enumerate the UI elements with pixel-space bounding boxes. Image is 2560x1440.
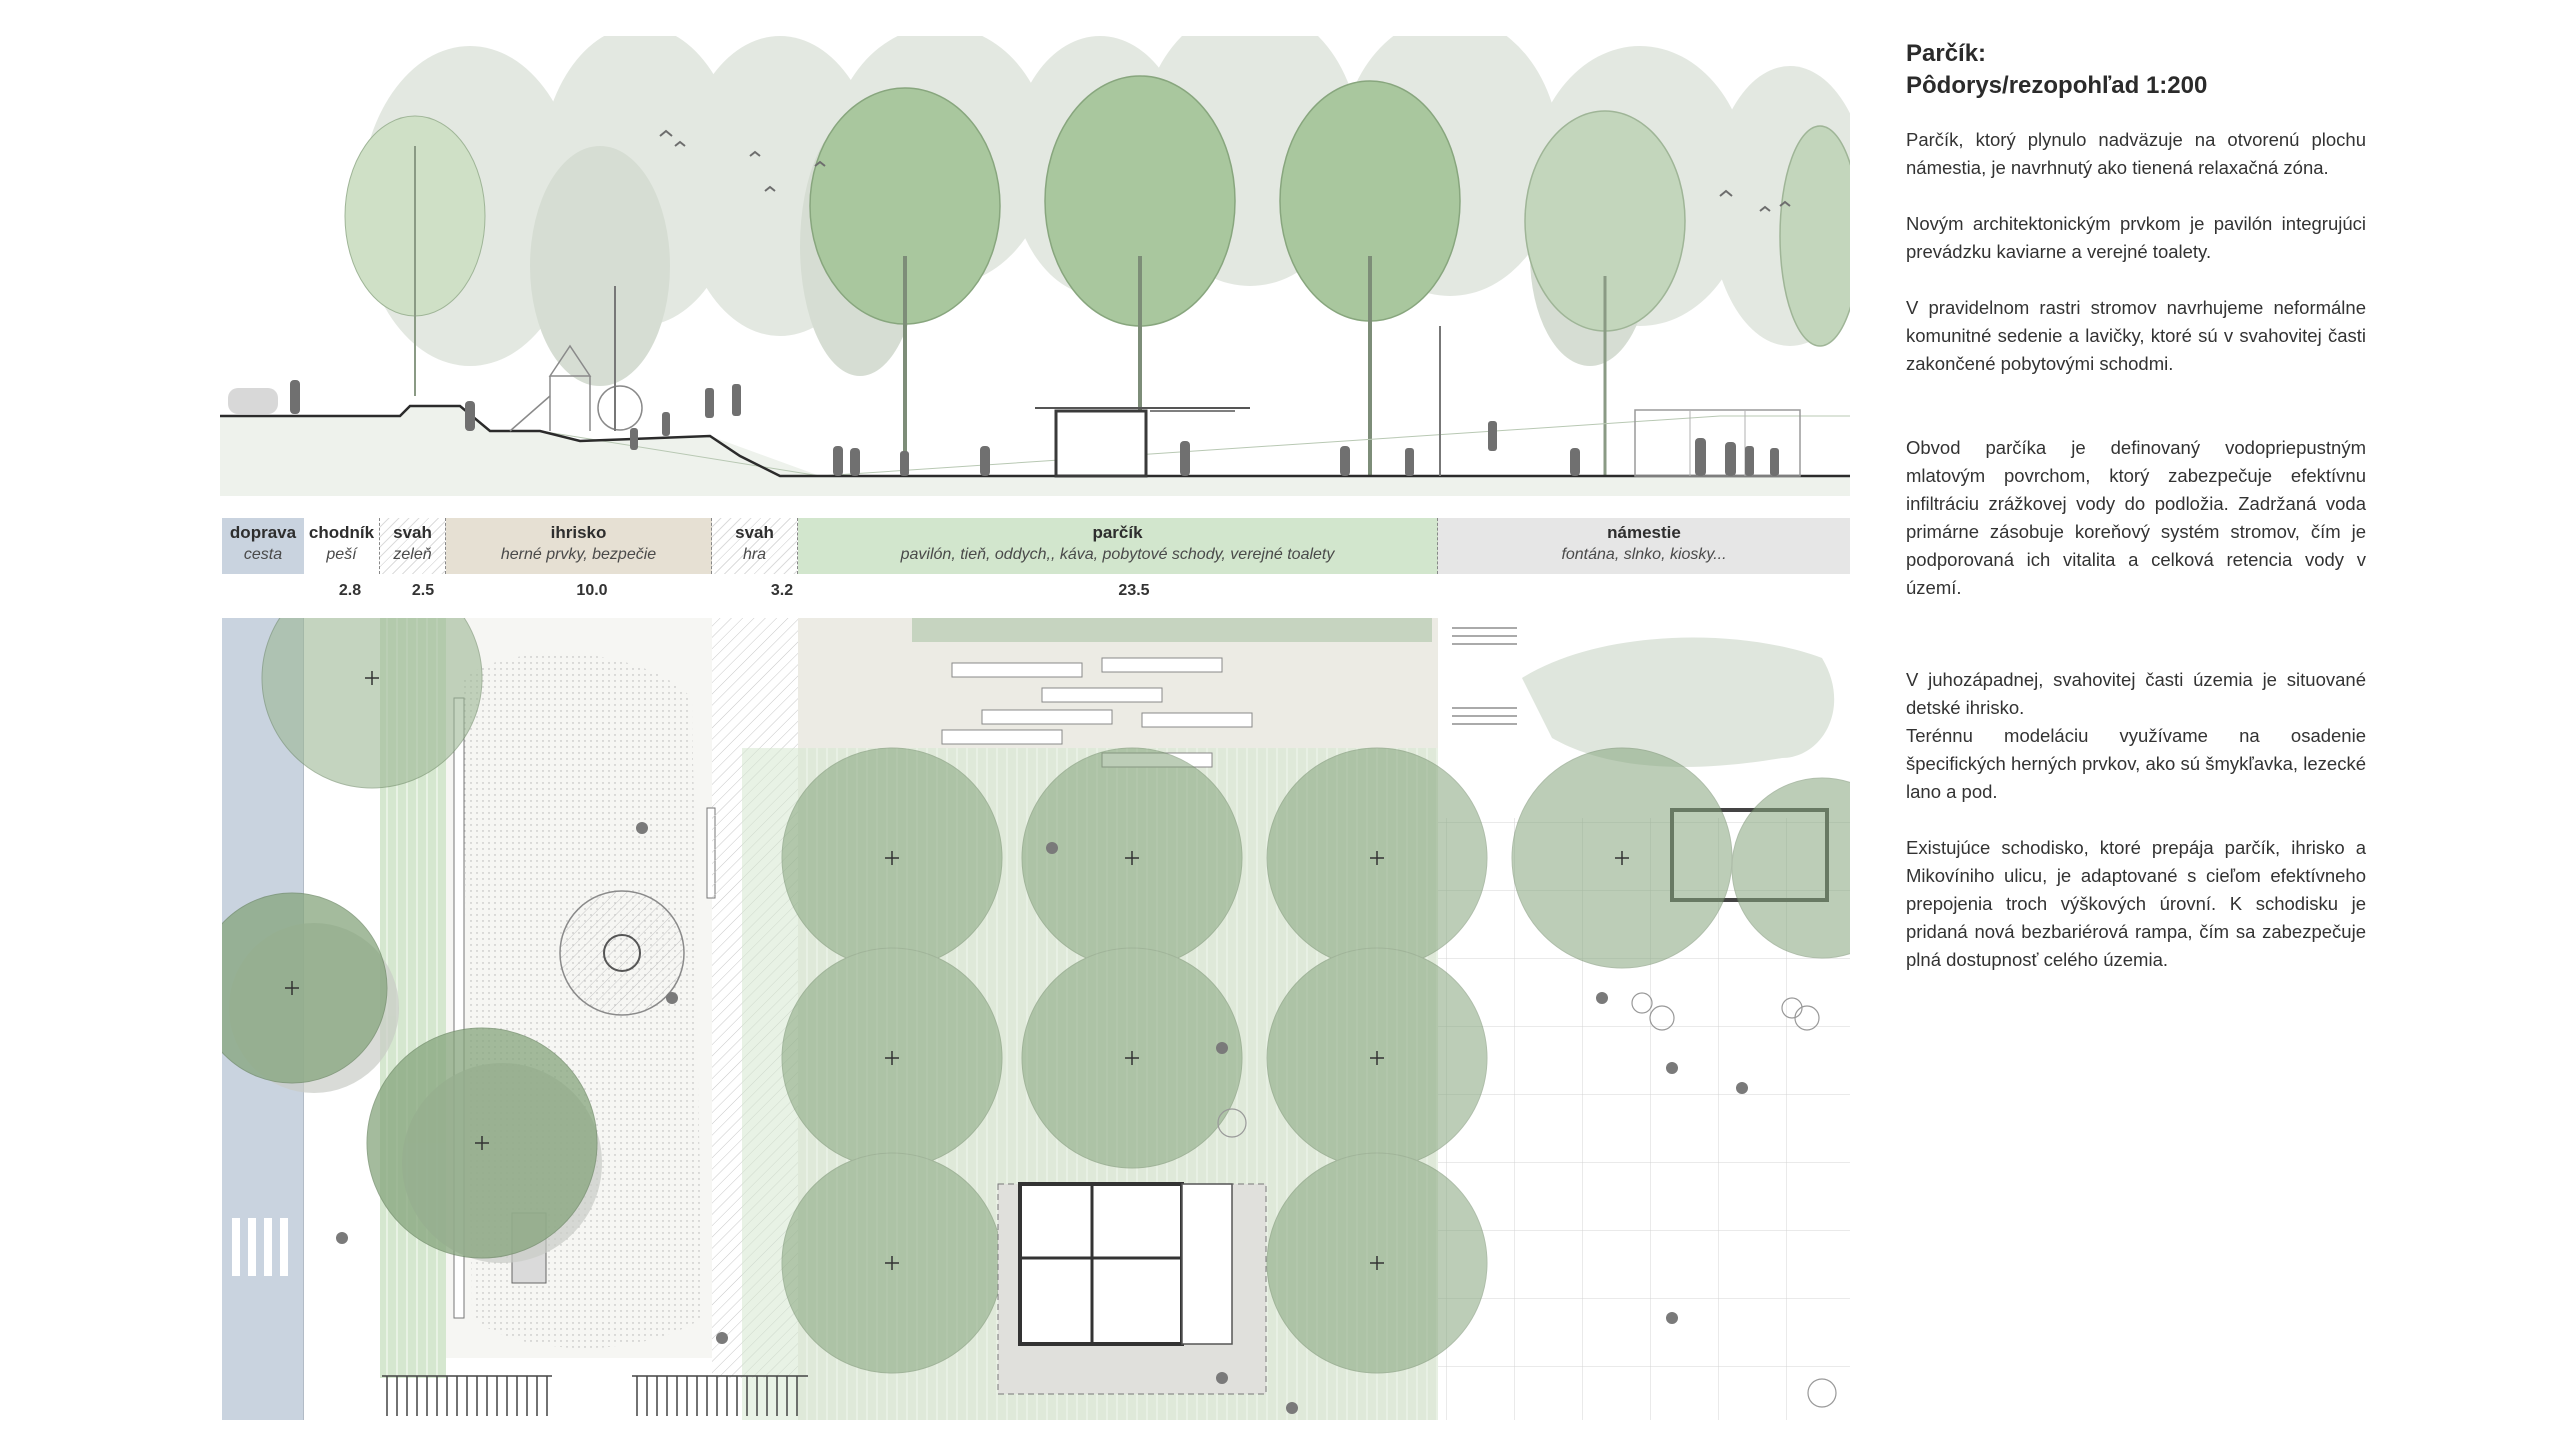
zone-svah-hra: svah hra [712, 518, 798, 574]
zone-title: parčík [1092, 523, 1143, 542]
panel-subtitle: Pôdorys/rezopohľad 1:200 [1906, 72, 2208, 99]
crosswalk [232, 1218, 288, 1276]
zone-parcik: parčík pavilón, tieň, oddych,, káva, pob… [798, 518, 1438, 574]
fence [382, 1375, 808, 1416]
dimension-label: 23.5 [1118, 582, 1150, 599]
dimension-label: 10.0 [576, 582, 608, 599]
zone-title: ihrisko [550, 523, 607, 542]
dimension-label: 2.8 [338, 582, 362, 599]
zone-subtitle: peší [326, 546, 357, 563]
zone-subtitle: fontána, slnko, kiosky... [1561, 546, 1727, 563]
paragraph-1: Parčík, ktorý plynulo nadväzuje na otvor… [1906, 129, 2366, 178]
ground-line [220, 404, 1850, 478]
round-tables [1217, 992, 1837, 1408]
birds [659, 129, 1791, 212]
zone-title: doprava [229, 523, 297, 542]
lamp-posts [614, 286, 1441, 476]
paragraph-2: Novým architektonickým prvkom je pavilón… [1906, 213, 2366, 262]
zone-title: chodník [308, 523, 375, 542]
pavilion-plan [997, 1182, 1267, 1395]
section-tree-1 [809, 87, 1001, 476]
dimension-label: 3.2 [770, 582, 794, 599]
play-circle-inner [603, 934, 641, 972]
dimension-label: 2.5 [411, 582, 435, 599]
zone-doprava: doprava cesta [222, 518, 304, 574]
paragraph-6: Terénnu modeláciu využívame na osadenie … [1906, 725, 2366, 802]
paragraph-3: V pravidelnom rastri stromov navrhujeme … [1906, 297, 2366, 374]
zone-subtitle: zeleň [393, 546, 432, 563]
site-plan-drawing [222, 618, 1850, 1420]
playground-structure [509, 344, 643, 432]
tree-top-band [912, 618, 1432, 642]
plan-people [336, 822, 1748, 1414]
ground-slope [220, 406, 1850, 496]
paragraph-4: Obvod parčíka je definovaný vodopriepust… [1906, 437, 2366, 598]
zone-title: svah [393, 523, 432, 542]
panel-title: Parčík: [1906, 40, 1987, 67]
paragraph-5: V juhozápadnej, svahovitej časti územia … [1906, 669, 2366, 718]
tree-centers [285, 671, 1629, 1270]
zone-ihrisko: ihrisko herné prvky, bezpečie [446, 518, 712, 574]
plan-tree [222, 892, 388, 1084]
zone-title: svah [735, 523, 774, 542]
pavilion-section [1035, 407, 1250, 478]
section-tree-4 [1524, 110, 1686, 476]
people-silhouettes [290, 380, 1779, 476]
zone-title: námestie [1607, 523, 1681, 542]
zone-subtitle: herné prvky, bezpečie [500, 546, 657, 563]
section-tree-5 [1779, 125, 1850, 347]
zone-subtitle: pavilón, tieň, oddych,, káva, pobytové s… [900, 546, 1335, 563]
plan-tree [261, 618, 483, 789]
zone-chodnik: chodník peší [304, 518, 380, 574]
zone-strip: doprava cesta chodník peší svah zeleň ih… [222, 518, 1850, 610]
section-tree-3 [1279, 80, 1461, 476]
section-elevation-drawing [220, 36, 1850, 496]
zone-subtitle: cesta [243, 546, 283, 563]
car-silhouette [228, 388, 278, 414]
zone-subtitle: hra [742, 546, 767, 563]
description-panel: Parčík: Pôdorys/rezopohľad 1:200 Parčík,… [1906, 38, 2366, 974]
square-stairs [1452, 627, 1517, 725]
play-circle-hatched [559, 890, 685, 1016]
zone-namestie: námestie fontána, slnko, kiosky... [1438, 518, 1850, 574]
paragraph-7: Existujúce schodisko, ktoré prepája parč… [1906, 837, 2366, 970]
zone-svah-zelen: svah zeleň [380, 518, 446, 574]
